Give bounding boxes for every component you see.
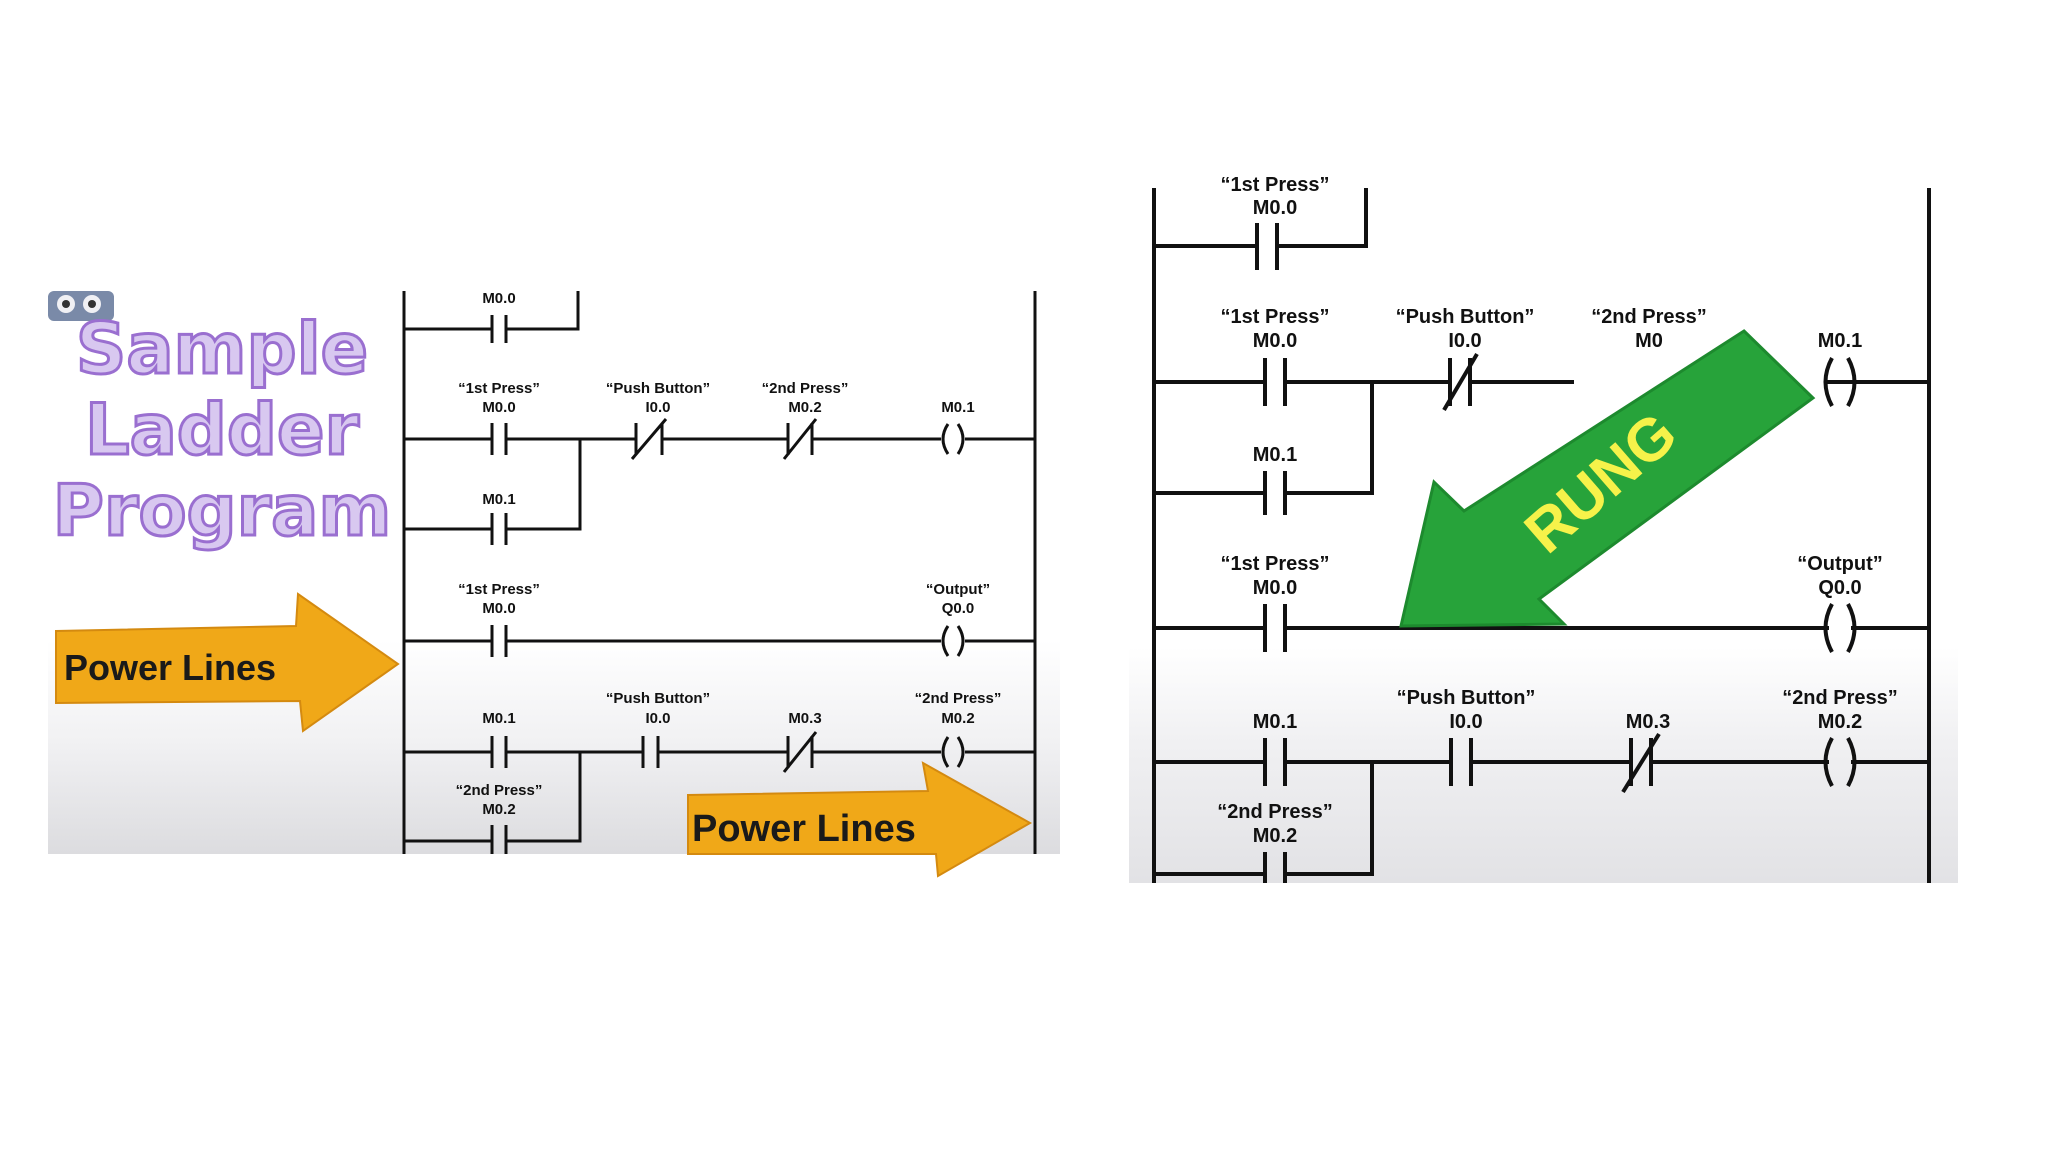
power-lines-arrow-bottom: Power Lines bbox=[687, 761, 1033, 878]
rr3-branch-tag: “2nd Press” bbox=[1217, 801, 1333, 823]
power-lines-label-left: Power Lines bbox=[64, 647, 276, 688]
right-ladder-panel: “1st Press” M0.0 “1st Press” M0.0 “Push … bbox=[1129, 174, 1958, 883]
rr1-c2-addr: I0.0 bbox=[1448, 330, 1481, 352]
r1-branch-addr: M0.1 bbox=[482, 491, 515, 508]
r2-coil-tag: “Output” bbox=[926, 581, 990, 598]
r1-c3-tag: “2nd Press” bbox=[762, 380, 849, 397]
left-ladder-diagram: Sample Ladder Program Power Lines bbox=[48, 290, 1037, 878]
r3-c2-tag: “Push Button” bbox=[606, 690, 710, 707]
rr1-c3-tag: “2nd Press” bbox=[1591, 306, 1707, 328]
r3-coil-addr: M0.2 bbox=[941, 710, 974, 727]
right-ladder-diagram: “1st Press” M0.0 “1st Press” M0.0 “Push … bbox=[1152, 174, 1931, 883]
rr3-c1-addr: M0.1 bbox=[1253, 711, 1297, 733]
rr3-coil-addr: M0.2 bbox=[1818, 711, 1862, 733]
rr2-c1-tag: “1st Press” bbox=[1221, 553, 1330, 575]
rr3-coil-tag: “2nd Press” bbox=[1782, 687, 1898, 709]
rr1-c1-addr: M0.0 bbox=[1253, 330, 1297, 352]
left-ladder-panel: Sample Ladder Program Power Lines bbox=[48, 290, 1060, 878]
r2-coil-addr: Q0.0 bbox=[942, 600, 975, 617]
rr1-coil-addr: M0.1 bbox=[1818, 330, 1862, 352]
rr3-c3-addr: M0.3 bbox=[1626, 711, 1670, 733]
rr3-c2-addr: I0.0 bbox=[1449, 711, 1482, 733]
r3-c2-addr: I0.0 bbox=[645, 710, 670, 727]
rr1-c2-tag: “Push Button” bbox=[1396, 306, 1535, 328]
sample-ladder-program-title: Sample Ladder Program bbox=[51, 307, 393, 554]
power-lines-label-bottom: Power Lines bbox=[692, 808, 916, 850]
r1-c1-addr: M0.0 bbox=[482, 399, 515, 416]
r3-coil-tag: “2nd Press” bbox=[915, 690, 1002, 707]
rr1-c3-addr: M0 bbox=[1635, 330, 1663, 352]
owl-logo-icon bbox=[48, 291, 114, 321]
r2-c1-addr: M0.0 bbox=[482, 600, 515, 617]
r3-branch-tag: “2nd Press” bbox=[456, 782, 543, 799]
r3-branch-addr: M0.2 bbox=[482, 801, 515, 818]
rr2-coil-tag: “Output” bbox=[1797, 553, 1883, 575]
r1-c1-tag: “1st Press” bbox=[458, 380, 540, 397]
title-line-2: Ladder bbox=[85, 389, 360, 471]
rr3-c2-tag: “Push Button” bbox=[1397, 687, 1536, 709]
r1-c2-addr: I0.0 bbox=[645, 399, 670, 416]
title-line-1: Sample bbox=[76, 308, 368, 390]
r0-contact-addr: M0.0 bbox=[482, 290, 515, 307]
r1-c3-addr: M0.2 bbox=[788, 399, 821, 416]
rr0-contact-tag: “1st Press” bbox=[1221, 174, 1330, 196]
title-line-3: Program bbox=[53, 470, 392, 552]
rr0-contact-addr: M0.0 bbox=[1253, 197, 1297, 219]
r3-c3-addr: M0.3 bbox=[788, 710, 821, 727]
rr2-coil-addr: Q0.0 bbox=[1818, 577, 1861, 599]
r1-coil-addr: M0.1 bbox=[941, 399, 974, 416]
power-lines-arrow-left: Power Lines bbox=[55, 592, 400, 733]
rr1-c1-tag: “1st Press” bbox=[1221, 306, 1330, 328]
r2-c1-tag: “1st Press” bbox=[458, 581, 540, 598]
right-ladder-lines bbox=[1152, 188, 1931, 883]
rr1-branch-addr: M0.1 bbox=[1253, 444, 1297, 466]
r1-c2-tag: “Push Button” bbox=[606, 380, 710, 397]
rr2-c1-addr: M0.0 bbox=[1253, 577, 1297, 599]
r3-c1-addr: M0.1 bbox=[482, 710, 515, 727]
rr3-branch-addr: M0.2 bbox=[1253, 825, 1297, 847]
left-ladder-lines bbox=[402, 291, 1037, 854]
